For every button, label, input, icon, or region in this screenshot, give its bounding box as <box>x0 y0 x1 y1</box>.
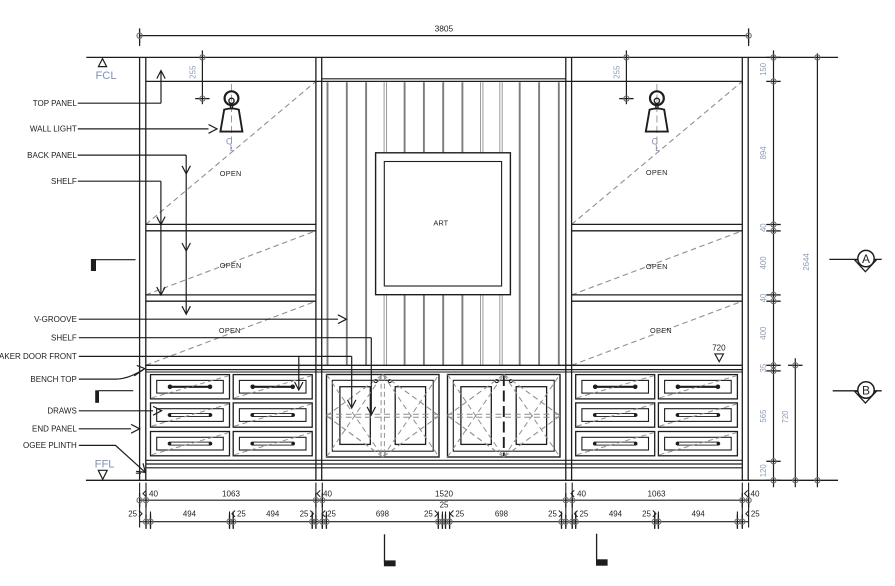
svg-text:25: 25 <box>548 510 557 519</box>
svg-text:25: 25 <box>300 510 309 519</box>
svg-text:40: 40 <box>323 490 333 499</box>
svg-text:OPEN: OPEN <box>220 169 242 178</box>
svg-text:C: C <box>226 136 233 146</box>
svg-text:C: C <box>651 136 658 146</box>
svg-text:698: 698 <box>495 510 509 519</box>
svg-text:894: 894 <box>759 146 768 160</box>
svg-text:565: 565 <box>759 409 768 423</box>
svg-text:494: 494 <box>692 510 706 519</box>
svg-text:400: 400 <box>759 256 768 270</box>
svg-text:698: 698 <box>376 510 390 519</box>
svg-text:3805: 3805 <box>435 23 454 33</box>
svg-text:DRAWS: DRAWS <box>47 407 76 416</box>
svg-text:L: L <box>655 143 660 153</box>
svg-text:2644: 2644 <box>802 253 811 271</box>
svg-text:L: L <box>230 143 235 153</box>
svg-text:25: 25 <box>128 510 137 519</box>
svg-text:494: 494 <box>183 510 197 519</box>
svg-text:35: 35 <box>759 363 768 372</box>
svg-text:120: 120 <box>759 464 768 478</box>
svg-text:255: 255 <box>189 65 198 79</box>
svg-text:OPEN: OPEN <box>220 261 242 270</box>
svg-text:494: 494 <box>266 510 280 519</box>
svg-text:25: 25 <box>424 510 433 519</box>
svg-text:OPEN: OPEN <box>650 326 672 335</box>
svg-text:B: B <box>862 383 870 397</box>
svg-text:40: 40 <box>759 223 768 232</box>
svg-text:400: 400 <box>759 326 768 340</box>
svg-text:ART: ART <box>433 218 448 227</box>
svg-text:255: 255 <box>613 65 622 79</box>
svg-text:25: 25 <box>642 510 651 519</box>
svg-text:SHELF: SHELF <box>51 333 77 342</box>
svg-text:25: 25 <box>455 510 464 519</box>
svg-text:40: 40 <box>149 490 159 499</box>
svg-text:1063: 1063 <box>222 490 241 499</box>
svg-text:TOP PANEL: TOP PANEL <box>33 99 78 108</box>
svg-text:FFL: FFL <box>95 459 115 471</box>
svg-text:40: 40 <box>750 490 760 499</box>
svg-text:25: 25 <box>237 510 246 519</box>
svg-text:OPEN: OPEN <box>646 168 668 177</box>
svg-text:BACK PANEL: BACK PANEL <box>27 151 77 160</box>
svg-text:25: 25 <box>751 510 760 519</box>
svg-text:OPEN: OPEN <box>219 326 241 335</box>
svg-text:25: 25 <box>580 510 589 519</box>
svg-text:494: 494 <box>609 510 623 519</box>
svg-text:OPEN: OPEN <box>646 262 668 271</box>
svg-text:END PANEL: END PANEL <box>32 425 77 434</box>
svg-text:A: A <box>862 252 870 266</box>
svg-text:1520: 1520 <box>435 490 454 499</box>
svg-text:1063: 1063 <box>647 490 666 499</box>
svg-text:25: 25 <box>327 510 336 519</box>
svg-text:BENCH TOP: BENCH TOP <box>30 375 76 384</box>
svg-text:V-GROOVE: V-GROOVE <box>34 315 77 324</box>
svg-text:SHELF: SHELF <box>51 177 77 186</box>
svg-text:40: 40 <box>577 490 587 499</box>
svg-text:FCL: FCL <box>95 70 116 82</box>
svg-text:WALL LIGHT: WALL LIGHT <box>30 125 77 134</box>
svg-text:40: 40 <box>759 293 768 302</box>
svg-text:25: 25 <box>440 500 449 509</box>
svg-text:720: 720 <box>781 410 790 424</box>
svg-text:SHAKER DOOR FRONT: SHAKER DOOR FRONT <box>0 352 77 361</box>
svg-text:150: 150 <box>759 62 768 76</box>
svg-text:OGEE PLINTH: OGEE PLINTH <box>23 441 77 450</box>
svg-text:720: 720 <box>712 344 726 353</box>
